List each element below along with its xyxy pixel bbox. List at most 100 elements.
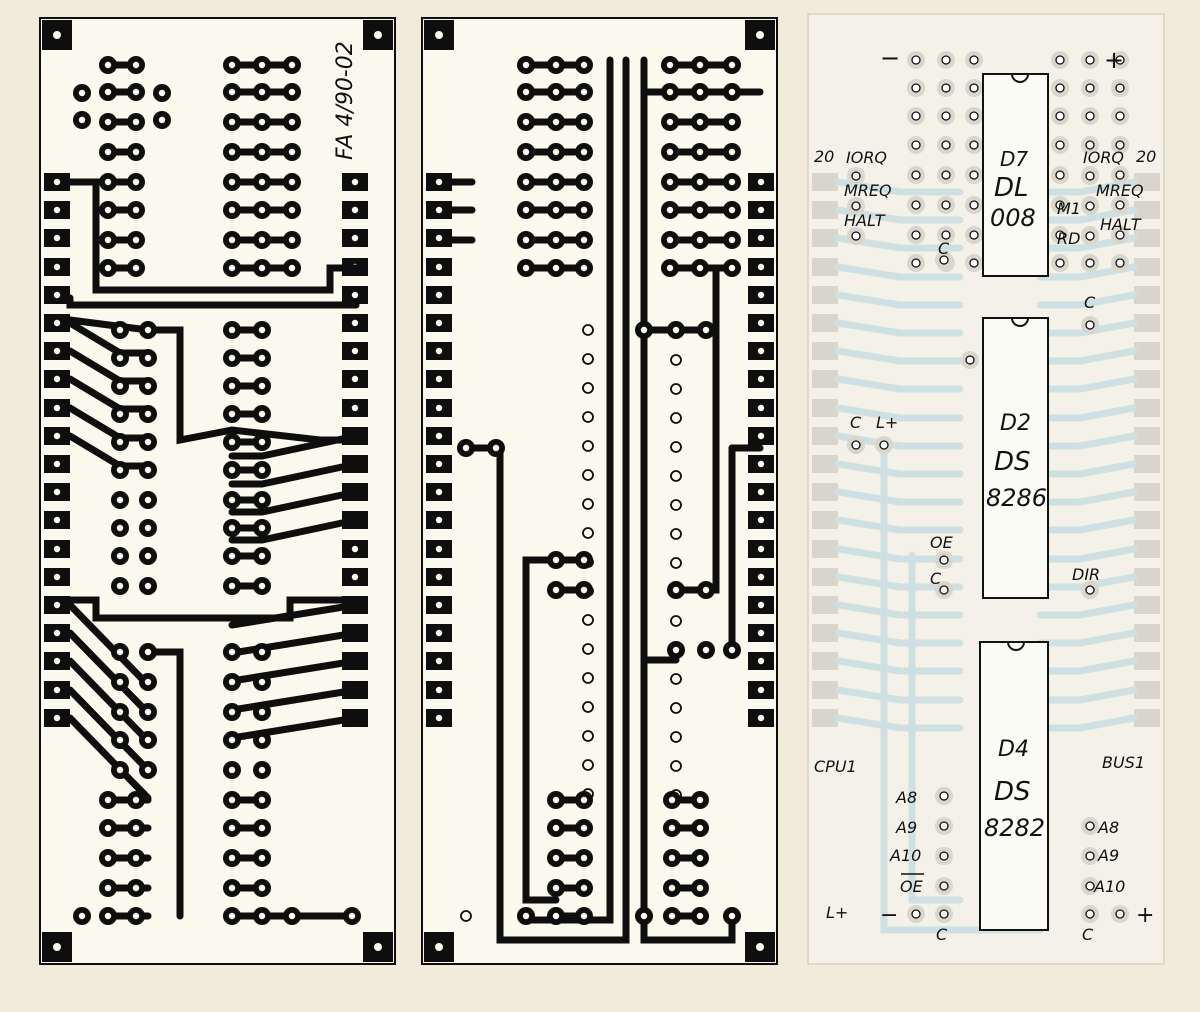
drill-hole bbox=[757, 545, 765, 553]
drill-hole bbox=[144, 326, 152, 334]
drill-hole bbox=[435, 404, 443, 412]
drill-hole bbox=[116, 438, 124, 446]
drill-hole bbox=[258, 766, 266, 774]
drill-hole bbox=[104, 796, 112, 804]
drill-hole bbox=[258, 236, 266, 244]
drill-hole bbox=[132, 264, 140, 272]
drill-hole bbox=[144, 552, 152, 560]
chip-d2-ref: D2 bbox=[1000, 411, 1031, 436]
drill-hole bbox=[728, 206, 736, 214]
drill-hole bbox=[104, 206, 112, 214]
drill-hole bbox=[969, 55, 979, 65]
drill-hole bbox=[969, 200, 979, 210]
drill-hole bbox=[116, 354, 124, 362]
drill-hole bbox=[435, 545, 443, 553]
drill-hole bbox=[580, 206, 588, 214]
drill-hole bbox=[53, 206, 61, 214]
drill-hole bbox=[53, 347, 61, 355]
cpu1-label: CPU1 bbox=[814, 757, 857, 776]
copper-trace bbox=[834, 460, 964, 478]
via-ring bbox=[582, 469, 594, 481]
drill-hole bbox=[288, 148, 296, 156]
via-ring bbox=[670, 557, 682, 569]
copper-trace bbox=[1036, 657, 1138, 675]
drill-hole bbox=[757, 573, 765, 581]
drill-hole bbox=[132, 118, 140, 126]
drill-hole bbox=[53, 545, 61, 553]
drill-hole bbox=[552, 884, 560, 892]
drill-hole bbox=[258, 61, 266, 69]
drill-hole bbox=[104, 236, 112, 244]
drill-hole bbox=[939, 555, 949, 565]
drill-hole bbox=[757, 686, 765, 694]
edge-contact bbox=[1134, 596, 1160, 614]
drill-hole bbox=[144, 736, 152, 744]
drill-hole bbox=[435, 178, 443, 186]
via-ring bbox=[670, 470, 682, 482]
via-ring bbox=[670, 760, 682, 772]
drill-hole bbox=[53, 516, 61, 524]
copper-trace bbox=[66, 596, 360, 622]
drill-hole bbox=[435, 347, 443, 355]
drill-hole bbox=[672, 586, 680, 594]
via-ring bbox=[582, 614, 594, 626]
drill-hole bbox=[522, 236, 530, 244]
drill-hole bbox=[351, 573, 359, 581]
drill-hole bbox=[939, 255, 949, 265]
drill-hole bbox=[696, 264, 704, 272]
edge-contact bbox=[1134, 483, 1160, 501]
drill-hole bbox=[104, 61, 112, 69]
copper-trace bbox=[1036, 291, 1138, 309]
drill-hole bbox=[668, 912, 676, 920]
drill-hole bbox=[522, 148, 530, 156]
drill-hole bbox=[258, 552, 266, 560]
drill-hole bbox=[939, 851, 949, 861]
drill-hole bbox=[258, 438, 266, 446]
copper-trace bbox=[66, 686, 152, 774]
drill-hole bbox=[911, 230, 921, 240]
drill-hole bbox=[228, 648, 236, 656]
drill-hole bbox=[580, 178, 588, 186]
drill-hole bbox=[757, 375, 765, 383]
left-a10: A10 bbox=[889, 846, 921, 865]
copper-trace bbox=[228, 601, 360, 629]
drill-hole bbox=[757, 178, 765, 186]
drill-hole bbox=[228, 178, 236, 186]
drill-hole bbox=[911, 258, 921, 268]
drill-hole bbox=[696, 88, 704, 96]
chip-d7-type1: DL bbox=[994, 173, 1029, 203]
drill-hole bbox=[1085, 881, 1095, 891]
mounting-hole bbox=[374, 31, 382, 39]
drill-hole bbox=[757, 629, 765, 637]
via-ring bbox=[670, 731, 682, 743]
drill-hole bbox=[158, 89, 166, 97]
drill-hole bbox=[939, 909, 949, 919]
drill-hole bbox=[435, 657, 443, 665]
drill-hole bbox=[258, 736, 266, 744]
drill-hole bbox=[116, 648, 124, 656]
drill-hole bbox=[965, 355, 975, 365]
drill-hole bbox=[911, 111, 921, 121]
drill-hole bbox=[1085, 231, 1095, 241]
via-ring bbox=[670, 673, 682, 685]
copper-trace bbox=[66, 178, 364, 294]
board-id-label: FA 4/90-02 bbox=[333, 41, 358, 160]
drill-hole bbox=[258, 648, 266, 656]
drill-hole bbox=[672, 646, 680, 654]
drill-hole bbox=[969, 258, 979, 268]
copper-trace bbox=[1036, 347, 1138, 365]
drill-hole bbox=[1055, 200, 1065, 210]
drill-hole bbox=[228, 708, 236, 716]
drill-hole bbox=[939, 821, 949, 831]
drill-hole bbox=[851, 440, 861, 450]
drill-hole bbox=[116, 410, 124, 418]
chip-d2-type2: 8286 bbox=[986, 484, 1047, 512]
drill-hole bbox=[351, 375, 359, 383]
drill-hole bbox=[522, 912, 530, 920]
via-ring bbox=[582, 411, 594, 423]
drill-hole bbox=[53, 573, 61, 581]
copper-trace bbox=[1036, 601, 1138, 619]
edge-contact bbox=[812, 229, 838, 247]
edge-contact bbox=[1134, 427, 1160, 445]
copper-trace bbox=[1036, 516, 1138, 534]
